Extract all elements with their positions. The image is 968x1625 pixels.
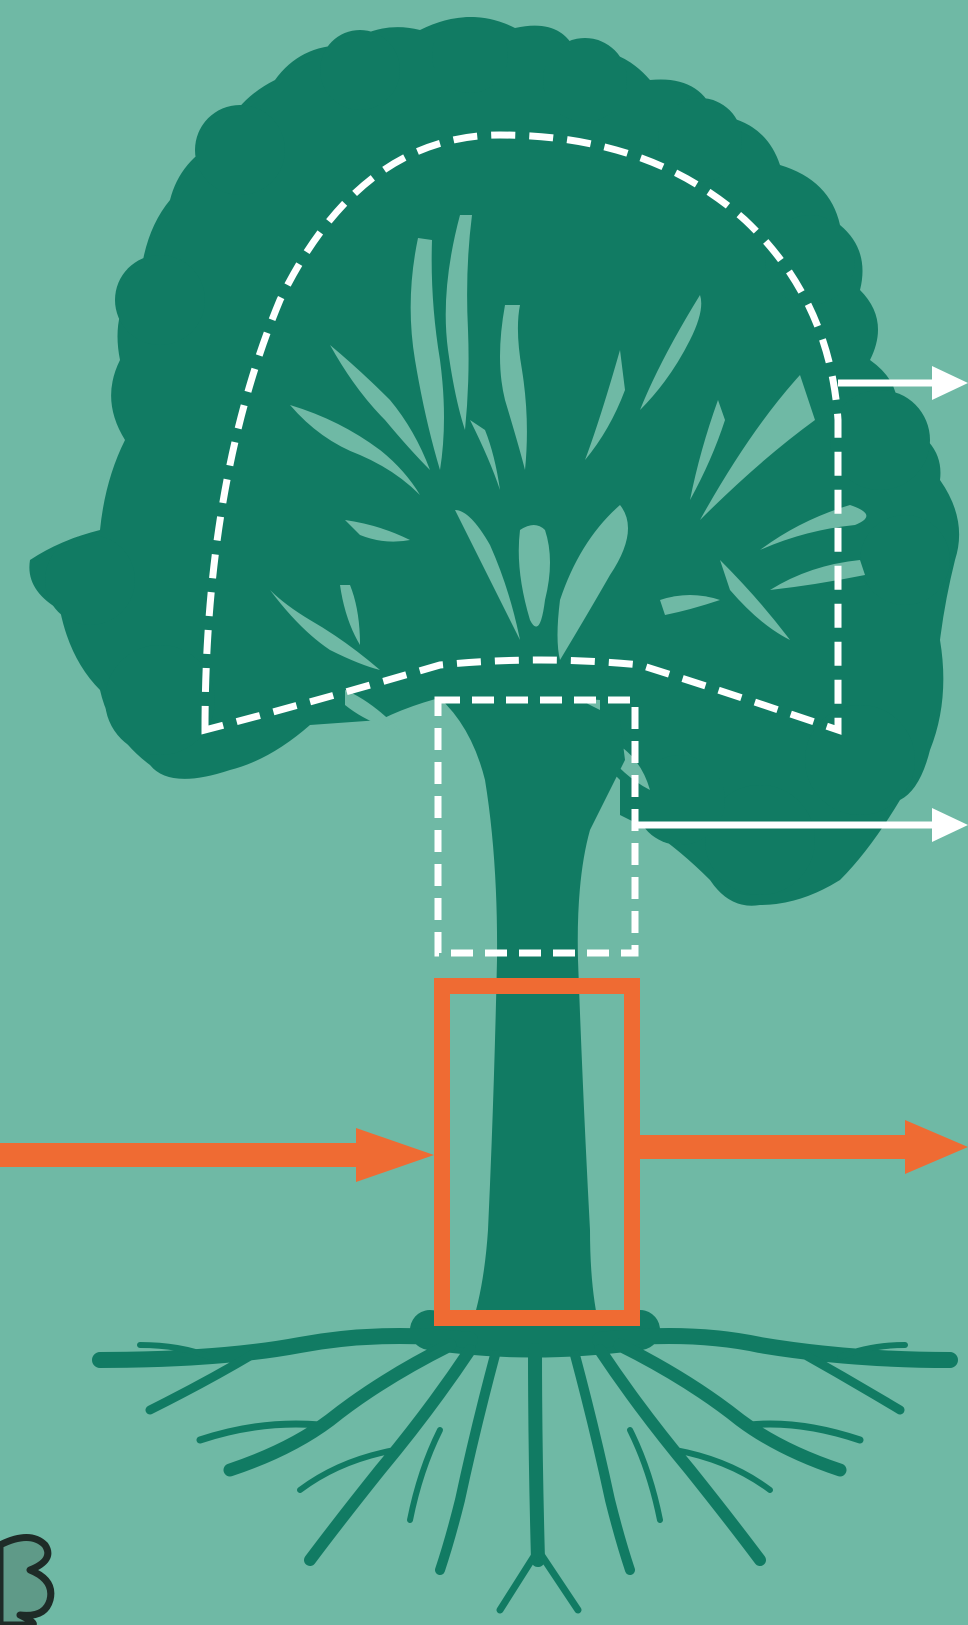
trunk-input-arrow	[0, 1128, 434, 1182]
foliage-clump	[830, 390, 930, 490]
arrow-head	[932, 808, 968, 842]
arrow-shaft	[632, 1135, 912, 1159]
foliage-clump	[543, 38, 627, 122]
root	[535, 1350, 538, 1560]
tree-trunk	[430, 690, 625, 1330]
arrow-head	[905, 1120, 968, 1174]
arrow-head	[356, 1128, 434, 1182]
foliage-clump	[860, 515, 950, 605]
foliage-clump	[105, 645, 215, 755]
tree-roots	[100, 1330, 950, 1610]
arrow-head	[932, 366, 968, 400]
corner-squiggle-decoration	[0, 1538, 51, 1625]
foliage-clump	[658, 98, 742, 182]
foliage-clump	[635, 755, 725, 845]
trunk-output-arrow	[632, 1120, 968, 1174]
foliage-clump	[195, 105, 285, 195]
arrow-shaft	[0, 1143, 360, 1167]
squiggle-shape	[0, 1538, 51, 1625]
trunk-body	[430, 690, 625, 1330]
root	[230, 1345, 450, 1470]
root	[630, 1430, 660, 1520]
root	[620, 1345, 840, 1470]
foliage-clump	[805, 705, 915, 815]
foliage-clump	[320, 30, 400, 110]
foliage-clump	[115, 255, 205, 345]
root	[410, 1430, 440, 1520]
foliage-clump	[432, 17, 508, 93]
foliage-clump	[45, 535, 135, 625]
